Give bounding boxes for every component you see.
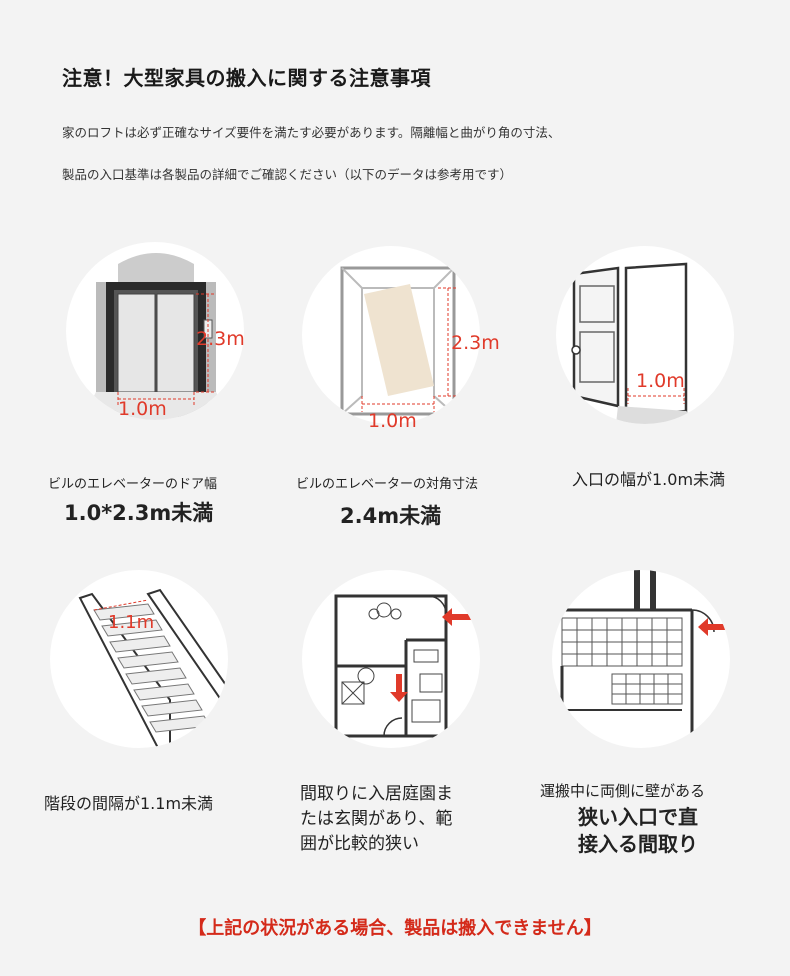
stairs-illustration [50,570,228,748]
elevator-diagonal-illustration [302,246,480,424]
caption-courtyard-line-1: 間取りに入居庭園ま [300,784,453,804]
value-elevator-diagonal: 2.4m未満 [340,504,442,528]
value-narrow-line-2: 接入る間取り [578,832,698,856]
floorplan-courtyard-illustration [302,570,480,748]
dim-width-label-3: 1.0m [636,370,685,392]
dim-height-label-2: 2.3m [451,332,500,354]
caption-elevator-diagonal: ビルのエレベーターの対角寸法 [296,477,479,492]
warning-footer: 【上記の状況がある場合、製品は搬入できません】 [188,918,602,939]
description-line-2: 製品の入口基準は各製品の詳細でご確認ください（以下のデータは参考用です） [62,167,513,182]
elevator-door-illustration [66,242,244,420]
caption-elevator-door: ビルのエレベーターのドア幅 [48,477,218,492]
entrance-door-illustration [556,246,734,424]
value-elevator-door: 1.0*2.3m未満 [64,501,214,525]
dim-width-label-1: 1.0m [118,398,167,420]
dim-height-label-1: 2.3m [196,328,245,350]
caption-courtyard-line-3: 囲が比較的狭い [300,834,419,854]
description-line-1: 家のロフトは必ず正確なサイズ要件を満たす必要があります。隔離幅と曲がり角の寸法、 [62,125,561,140]
caption-stairs-width: 階段の間隔が1.1m未満 [44,794,214,813]
page-title: 注意！大型家具の搬入に関する注意事項 [62,66,431,90]
caption-narrow-walls: 運搬中に両側に壁がある [540,782,706,800]
value-narrow-line-1: 狭い入口で直 [578,805,698,829]
dim-width-label-2: 1.0m [368,410,417,432]
narrow-entrance-illustration [552,570,730,748]
caption-entrance-width: 入口の幅が1.0m未満 [572,470,726,489]
dim-width-label-4: 1.1m [108,612,155,633]
caption-courtyard-line-2: たは玄関があり、範 [300,809,453,829]
